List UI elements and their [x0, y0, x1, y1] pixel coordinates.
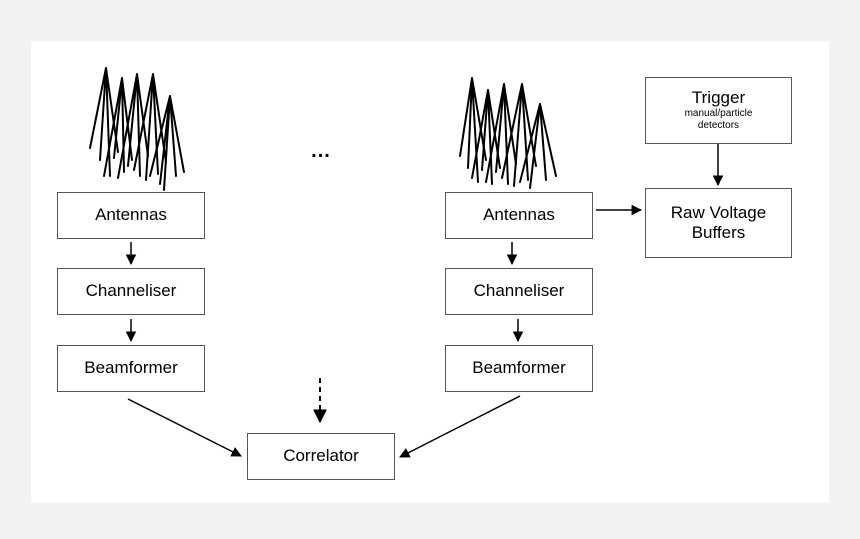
correlator-label: Correlator: [283, 446, 359, 466]
left-antennas-box: Antennas: [57, 192, 205, 239]
left-antennas-label: Antennas: [95, 205, 167, 225]
right-antennas-box: Antennas: [445, 192, 593, 239]
more-stations-ellipsis: ...: [311, 140, 331, 162]
left-beamformer-label: Beamformer: [84, 358, 178, 378]
right-beamformer-label: Beamformer: [472, 358, 566, 378]
right-beamformer-box: Beamformer: [445, 345, 593, 392]
trigger-subtitle: manual/particle detectors: [684, 107, 753, 132]
right-antennas-label: Antennas: [483, 205, 555, 225]
raw-voltage-buffers-box: Raw Voltage Buffers: [645, 188, 792, 258]
correlator-box: Correlator: [247, 433, 395, 480]
left-channeliser-box: Channeliser: [57, 268, 205, 315]
buffers-label-line1: Raw Voltage: [670, 202, 767, 222]
buffers-label-line2: Buffers: [691, 223, 746, 242]
right-channeliser-label: Channeliser: [473, 281, 565, 301]
left-beamformer-box: Beamformer: [57, 345, 205, 392]
left-channeliser-label: Channeliser: [85, 281, 177, 301]
right-channeliser-box: Channeliser: [445, 268, 593, 315]
trigger-title: Trigger: [691, 88, 746, 108]
trigger-box: Trigger manual/particle detectors: [645, 77, 792, 144]
